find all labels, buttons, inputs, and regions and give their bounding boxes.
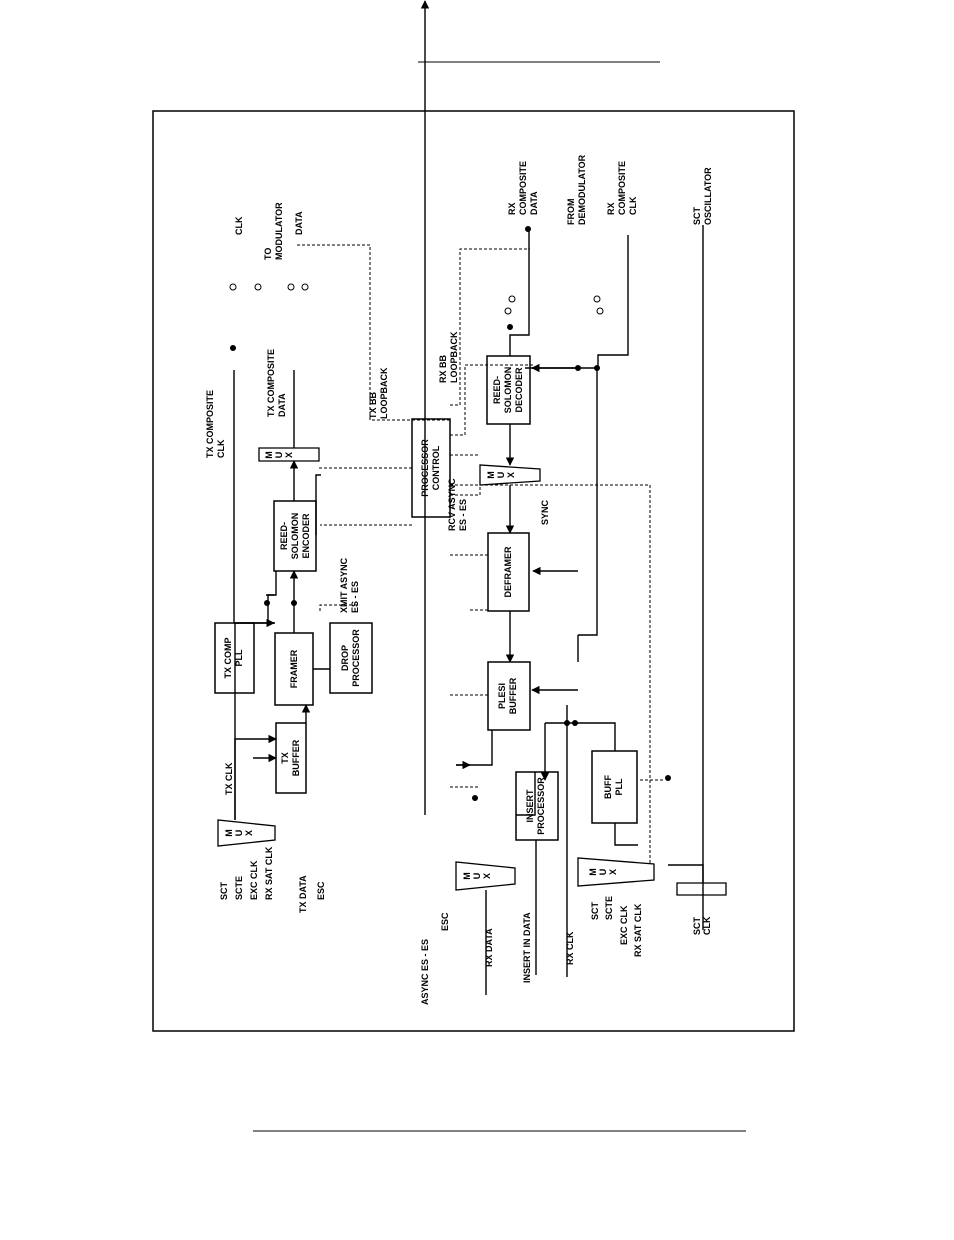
sct-oscillator-label: SCTOSCILLATOR xyxy=(692,167,713,225)
input-label-exc-clk-2: EXC CLK xyxy=(619,905,629,945)
deframer-block: DEFRAMER xyxy=(487,532,530,612)
buff-pll-label: BUFFPLL xyxy=(603,775,624,799)
bottom-input-labels: SCT SCTE EXC CLK RX SAT CLK xyxy=(590,896,643,957)
tx-composite-clk-label: TX COMPOSITECLK xyxy=(205,390,226,458)
tx-clk-label: TX CLK xyxy=(224,762,234,795)
rx-data-mux: MUX xyxy=(455,861,516,891)
drop-processor-block: DROPPROCESSOR xyxy=(329,622,373,694)
tx-buffer-label: TXBUFFER xyxy=(280,739,301,776)
deframer-label: DEFRAMER xyxy=(503,546,513,597)
sct-clk-label: SCTCLK xyxy=(692,916,712,935)
reed-solomon-encoder-block: REED-SOLOMONENCODER xyxy=(273,500,317,572)
reed-solomon-decoder-label: REED-SOLOMONDECODER xyxy=(492,367,524,414)
diagram-rotated: TX COMPPLL FRAMER DROPPROCESSOR TXBUFFER… xyxy=(205,0,727,1005)
output-label-rx-data: RX DATA xyxy=(484,928,494,967)
data-output-label: DATA xyxy=(294,211,304,235)
top-input-labels: SCT SCTE EXC CLK RX SAT CLK xyxy=(219,846,274,900)
wiring xyxy=(233,0,704,995)
bottom-output-labels: ASYNC ES - ES ESC RX DATA INSERT IN DATA… xyxy=(420,912,575,1005)
insert-processor-block: INSERTPROCESSOR xyxy=(515,771,559,841)
rx-clk-mux-label: MUX xyxy=(588,868,618,876)
output-label-rx-clk: RX CLK xyxy=(565,931,575,965)
input-label-sct-2: SCT xyxy=(590,901,600,920)
framer-label: FRAMER xyxy=(289,649,299,688)
reed-solomon-decoder-block: REED-SOLOMONDECODER xyxy=(486,355,531,425)
figure-frame xyxy=(152,110,795,1032)
input-label-tx-data: TX DATA xyxy=(298,875,308,913)
rx-decoder-mux: MUX xyxy=(479,464,541,486)
tx-clk-mux: MUX xyxy=(217,819,276,847)
output-label-esc: ESC xyxy=(440,912,450,931)
processor-control-label: PROCESSORCONTROL xyxy=(420,439,441,497)
tx-comp-pll-label: TX COMPPLL xyxy=(223,637,244,678)
input-label-rx-sat-clk: RX SAT CLK xyxy=(264,846,274,900)
rx-bb-loopback-label: RX BBLOOPBACK xyxy=(438,331,459,383)
input-label-scte-2: SCTE xyxy=(604,896,614,920)
input-label-rx-sat-clk-2: RX SAT CLK xyxy=(633,903,643,957)
insert-processor-label: INSERTPROCESSOR xyxy=(525,777,546,835)
xmit-async-label: XMIT ASYNCES - ES xyxy=(339,557,360,613)
tx-composite-data-label: TX COMPOSITEDATA xyxy=(266,349,287,417)
tx-composite-mux: MUX xyxy=(258,447,320,462)
rcv-async-label: RCV ASYNCES - ES xyxy=(447,478,468,531)
output-label-async-es-es: ASYNC ES - ES xyxy=(420,939,430,1005)
tx-input-labels: TX DATA ESC xyxy=(298,875,326,913)
tx-clk-mux-label: MUX xyxy=(224,829,254,837)
reed-solomon-encoder-label: REED-SOLOMONENCODER xyxy=(279,513,311,560)
sct-clk-mux xyxy=(676,882,727,896)
from-demodulator-label: FROMDEMODULATOR xyxy=(566,154,587,225)
output-label-insert-in-data: INSERT IN DATA xyxy=(522,912,532,983)
input-label-esc: ESC xyxy=(316,881,326,900)
input-label-scte: SCTE xyxy=(234,876,244,900)
clk-output-label: CLK xyxy=(234,216,244,235)
tx-composite-mux-label: MUX xyxy=(264,451,294,459)
rx-decoder-mux-label: MUX xyxy=(486,471,516,479)
sync-label: SYNC xyxy=(540,499,550,525)
input-label-sct: SCT xyxy=(219,881,229,900)
tx-buffer-block: TXBUFFER xyxy=(275,722,307,794)
output-switches xyxy=(229,283,604,315)
processor-control-block: PROCESSORCONTROL xyxy=(411,418,451,518)
rx-composite-clk-label: RXCOMPOSITECLK xyxy=(606,161,638,215)
buff-pll-block: BUFFPLL xyxy=(591,750,638,824)
rx-clk-mux: MUX xyxy=(577,857,655,887)
plesi-buffer-block: PLESIBUFFER xyxy=(487,661,531,731)
to-modulator-label: TOMODULATOR xyxy=(263,202,284,260)
input-label-exc-clk: EXC CLK xyxy=(249,860,259,900)
framer-block: FRAMER xyxy=(274,632,314,706)
control-wiring xyxy=(295,244,665,865)
drop-processor-label: DROPPROCESSOR xyxy=(340,629,361,687)
plesi-buffer-label: PLESIBUFFER xyxy=(497,677,518,714)
rx-composite-data-label: RXCOMPOSITEDATA xyxy=(507,161,539,215)
tx-bb-loopback-label: TX BBLOOPBACK xyxy=(368,367,389,419)
rx-data-mux-label: MUX xyxy=(462,872,492,880)
